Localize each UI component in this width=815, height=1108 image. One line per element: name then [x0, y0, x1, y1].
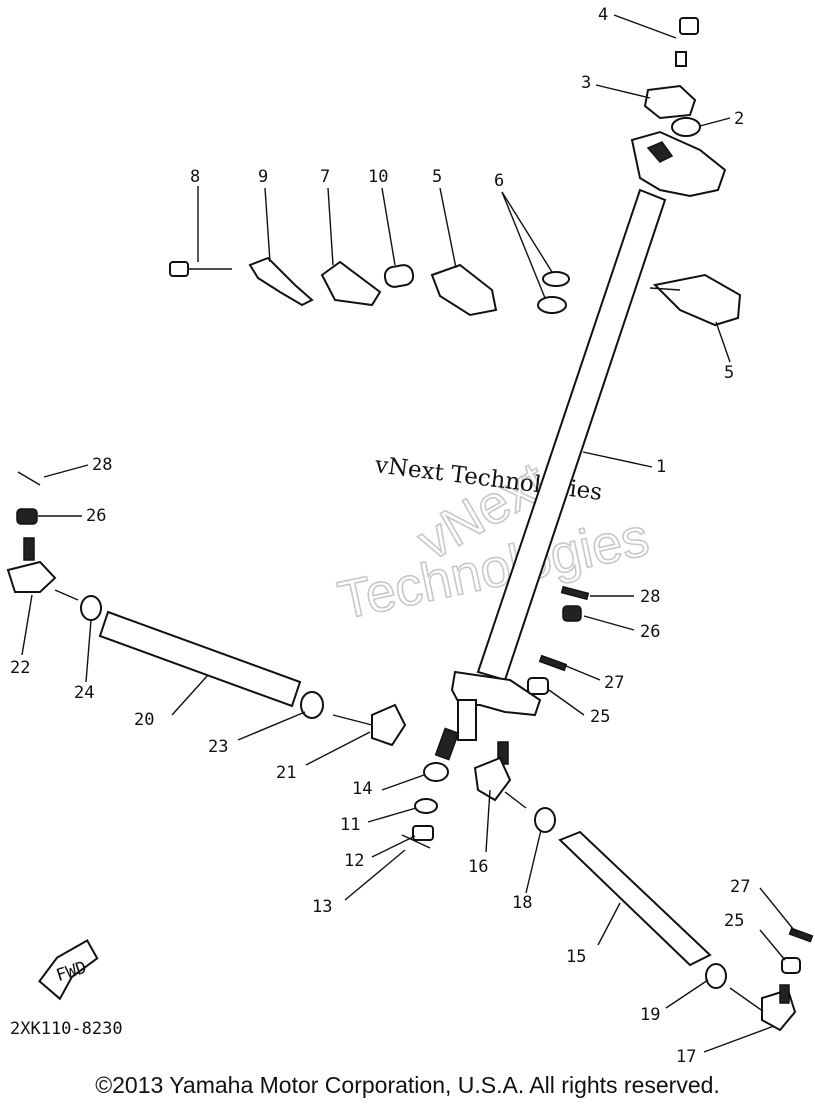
callout-17: 17	[676, 1047, 696, 1067]
callout-6: 6	[494, 171, 504, 191]
part-6-bushing-lower	[537, 296, 567, 314]
center-lower-parts	[401, 585, 590, 849]
part-28-pin-right	[560, 585, 590, 601]
copyright-text: ©2013 Yamaha Motor Corporation, U.S.A. A…	[95, 1072, 720, 1098]
part-25-nut-right	[781, 957, 801, 974]
callout-27-right: 27	[730, 877, 750, 897]
steering-column	[434, 130, 727, 761]
part-6-bushing-upper	[542, 271, 570, 287]
part-17-rod-end	[761, 988, 797, 1032]
fwd-arrow: FWD	[38, 939, 99, 1001]
part-25-nut-center	[527, 677, 549, 695]
callout-27-center: 27	[604, 673, 624, 693]
part-27-pin-right	[788, 927, 814, 943]
part-16-rod-end	[473, 756, 512, 802]
part-21-thread	[332, 714, 373, 726]
part-16-thread	[504, 791, 527, 809]
part-11-washer	[414, 798, 438, 814]
part-13-cotter-pin	[401, 834, 431, 849]
part-28-pin-left	[17, 471, 41, 486]
right-tie-rod-assembly	[473, 741, 814, 1032]
callout-21: 21	[276, 763, 296, 783]
callout-5a: 5	[432, 167, 442, 187]
top-parts	[643, 17, 742, 327]
callout-4: 4	[598, 5, 608, 25]
column-thread	[434, 727, 460, 761]
watermark: vNext Technologies vNext Technologies	[332, 450, 654, 632]
callout-11: 11	[340, 815, 360, 835]
column-lower-stub	[457, 699, 477, 741]
callout-15: 15	[566, 947, 586, 967]
part-22-stud	[23, 537, 35, 561]
column-upper-bracket	[630, 130, 727, 198]
bracket-assembly-parts	[169, 256, 570, 317]
callout-16: 16	[468, 857, 488, 877]
callout-28-left: 28	[92, 455, 112, 475]
callout-19: 19	[640, 1005, 660, 1025]
part-5-holder-left	[430, 263, 498, 317]
callout-2: 2	[734, 109, 744, 129]
callout-14: 14	[352, 779, 372, 799]
part-4-bolt	[675, 51, 687, 67]
part-27-pin-center	[538, 654, 568, 672]
part-21-rod-end	[371, 703, 407, 747]
left-tie-rod-assembly	[6, 471, 407, 747]
part-14-washer	[423, 762, 449, 782]
part-26-nut-left	[16, 508, 38, 525]
part-5-holder-right	[652, 273, 742, 327]
callout-22: 22	[10, 658, 30, 678]
part-12-nut	[412, 825, 434, 841]
callout-26-right: 26	[640, 622, 660, 642]
part-3-clamp	[643, 84, 697, 120]
part-17-thread	[729, 987, 765, 1013]
diagram-id: 2XK110-8230	[10, 1019, 123, 1039]
leader-lines	[21, 14, 799, 1053]
callout-9: 9	[258, 167, 268, 187]
callout-26-left: 26	[86, 506, 106, 526]
part-23-nut	[300, 691, 324, 719]
callout-5b: 5	[724, 363, 734, 383]
part-9-plate	[248, 256, 314, 307]
bracket-hole	[646, 141, 674, 163]
part-18-nut	[534, 807, 556, 833]
callout-13: 13	[312, 897, 332, 917]
part-20-rod	[98, 610, 302, 708]
callout-7: 7	[320, 167, 330, 187]
callout-labels: 4 3 2 8 9 7 10 5 6 5 1 28 26 22 24 20 23…	[10, 5, 750, 1067]
callout-8: 8	[190, 167, 200, 187]
part-15-rod	[558, 830, 712, 967]
fwd-arrow-shape	[38, 939, 99, 1001]
part-7-plate	[320, 260, 382, 307]
part-22-thread	[54, 589, 79, 601]
callout-25-center: 25	[590, 707, 610, 727]
part-2-bushing	[671, 117, 701, 137]
part-19-nut	[705, 963, 727, 989]
part-24-nut	[80, 595, 102, 621]
part-4-nut	[679, 17, 699, 35]
callout-3: 3	[581, 73, 591, 93]
callout-20: 20	[134, 710, 154, 730]
callout-10: 10	[368, 167, 388, 187]
callout-28-right: 28	[640, 587, 660, 607]
callout-23: 23	[208, 737, 228, 757]
part-22-rod-end	[6, 560, 57, 593]
callout-12: 12	[344, 851, 364, 871]
callout-25-right: 25	[724, 911, 744, 931]
callout-24: 24	[74, 683, 94, 703]
part-26-nut-right	[562, 605, 582, 622]
part-10-collar	[383, 264, 415, 288]
callout-1: 1	[656, 457, 666, 477]
part-8-bolt-head	[169, 261, 189, 277]
part-17-stud	[779, 984, 790, 1004]
callout-18: 18	[512, 893, 532, 913]
